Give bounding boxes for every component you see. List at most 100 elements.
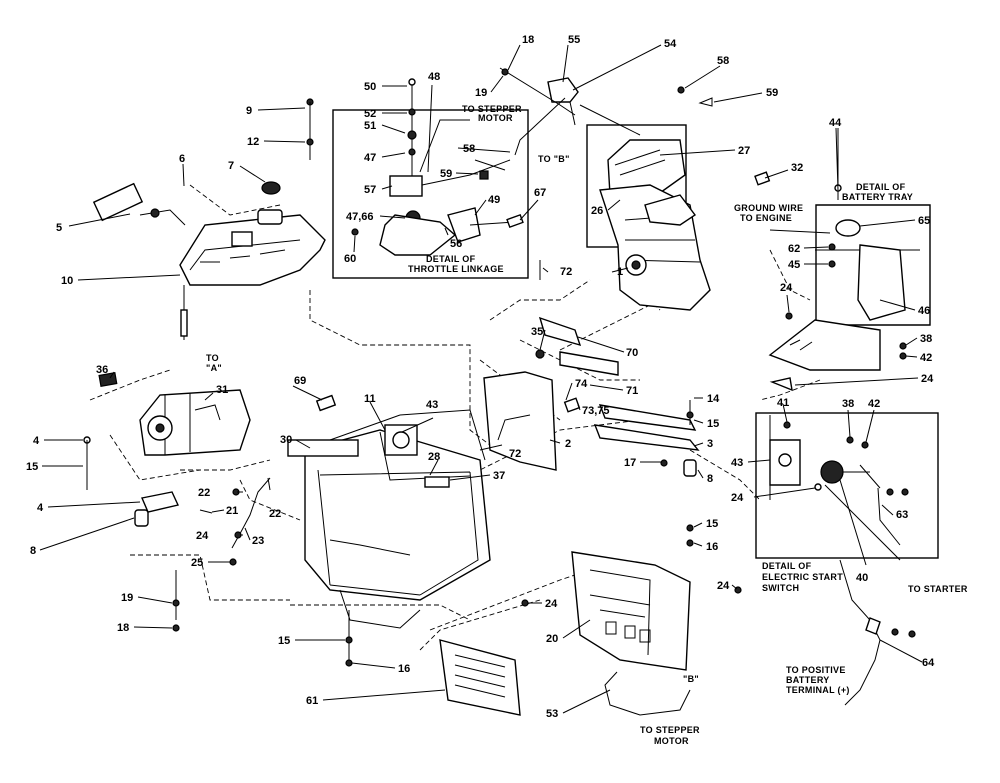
- callout-57: 57: [364, 184, 376, 196]
- callout-72-bottom: 72: [509, 448, 521, 460]
- tank-bolt: [306, 98, 314, 160]
- callout-30: 30: [280, 434, 292, 446]
- callout-36: 36: [96, 364, 108, 376]
- throttle-linkage-parts: [351, 78, 524, 256]
- callout-63: 63: [896, 509, 908, 521]
- fuel-valve: [92, 182, 186, 226]
- callout-18-top: 18: [522, 34, 534, 46]
- to-positive-line2: BATTERY: [786, 675, 830, 685]
- callout-54: 54: [664, 38, 677, 50]
- label-69: [315, 394, 337, 412]
- callout-22-right: 22: [269, 508, 281, 520]
- callout-42-switch: 42: [868, 398, 880, 410]
- callout-21: 21: [226, 505, 238, 517]
- callout-40: 40: [856, 572, 868, 584]
- callout-44: 44: [829, 117, 842, 129]
- callout-43-frame: 43: [426, 399, 438, 411]
- bolt-24-cover: [521, 599, 529, 607]
- callout-69: 69: [294, 375, 306, 387]
- terminal-nut: [891, 628, 899, 636]
- bracket-70: [538, 316, 582, 347]
- callout-41: 41: [777, 397, 789, 409]
- callout-24-panel: 24: [717, 580, 730, 592]
- callout-47-66: 47,66: [346, 211, 374, 223]
- callout-52: 52: [364, 108, 376, 120]
- throttle-detail-line2: THROTTLE LINKAGE: [408, 264, 504, 274]
- to-positive-line1: TO POSITIVE: [786, 665, 846, 675]
- callout-18-bottom: 18: [117, 622, 129, 634]
- callout-labels: 1 2 3 4 4 5 6 7 8 8 9 10 11 12 14 15 15 …: [26, 34, 935, 720]
- callout-27: 27: [738, 145, 750, 157]
- fuel-cap: [261, 181, 281, 195]
- callout-38-tray: 38: [920, 333, 932, 345]
- generator-mount: [83, 436, 179, 527]
- engine: [599, 139, 711, 311]
- callout-16-bottom: 16: [398, 663, 410, 675]
- ground-wire-line1: GROUND WIRE: [734, 203, 803, 213]
- callout-64: 64: [922, 657, 935, 669]
- electric-start-detail-box: [755, 412, 939, 559]
- to-stepper-motor-top-line1: TO STEPPER: [462, 104, 522, 114]
- rail-3-bottom: [598, 404, 697, 431]
- rail-3-top: [593, 424, 700, 451]
- electric-start-switch: [769, 415, 909, 561]
- screw-21: [199, 509, 213, 514]
- callout-1: 1: [617, 266, 623, 278]
- to-stepper-motor-bottom-line1: TO STEPPER: [640, 725, 700, 735]
- fuel-tank: [179, 209, 326, 286]
- to-a-line1: TO: [206, 353, 219, 363]
- callout-7: 7: [228, 160, 234, 172]
- callout-61: 61: [306, 695, 318, 707]
- callout-15-left: 15: [26, 461, 38, 473]
- callout-43-switch: 43: [731, 457, 743, 469]
- start-switch-detail-line2: ELECTRIC START: [762, 572, 843, 582]
- to-stepper-motor-top-line2: MOTOR: [478, 113, 513, 123]
- leader-lines: [39, 44, 923, 714]
- bracket-71: [559, 351, 619, 376]
- to-b-top: TO "B": [538, 154, 570, 164]
- cover-plate: [439, 639, 521, 716]
- battery-tray-detail-line1: DETAIL OF: [856, 182, 906, 192]
- callout-47: 47: [364, 152, 376, 164]
- fuel-filter: [180, 309, 188, 337]
- stepper-wire: [604, 671, 691, 716]
- callout-19-top: 19: [475, 87, 487, 99]
- generator: [139, 389, 251, 456]
- nut-35: [535, 349, 545, 359]
- callout-22-left: 22: [198, 487, 210, 499]
- callout-58-top: 58: [717, 55, 729, 67]
- callout-50: 50: [364, 81, 376, 93]
- nut-25: [229, 558, 237, 566]
- callout-31: 31: [216, 384, 228, 396]
- callout-6: 6: [179, 153, 185, 165]
- callout-20: 20: [546, 633, 558, 645]
- callout-12: 12: [247, 136, 259, 148]
- clip-58-59: [677, 86, 713, 107]
- callout-15-bottom: 15: [278, 635, 290, 647]
- rear-panel-30: [287, 439, 359, 457]
- throttle-detail-line1: DETAIL OF: [426, 254, 476, 264]
- callout-24-tray: 24: [780, 282, 793, 294]
- rail-fasteners: [660, 400, 697, 547]
- callout-45: 45: [788, 259, 800, 271]
- label-32: [754, 171, 771, 186]
- callout-59-top: 59: [766, 87, 778, 99]
- to-starter: TO STARTER: [908, 584, 968, 594]
- callout-3: 3: [707, 438, 713, 450]
- fasteners-left: [172, 570, 353, 667]
- callout-72-top: 72: [560, 266, 572, 278]
- callout-48: 48: [428, 71, 440, 83]
- callout-74: 74: [575, 378, 588, 390]
- ground-wire-line2: TO ENGINE: [740, 213, 792, 223]
- grommet-73: [563, 397, 581, 413]
- callout-51: 51: [364, 120, 376, 132]
- battery-tray: [768, 128, 931, 392]
- callout-26: 26: [591, 205, 603, 217]
- callout-17: 17: [624, 457, 636, 469]
- callout-73-75: 73,75: [582, 405, 610, 417]
- callout-42-tray: 42: [920, 352, 932, 364]
- callout-16-right: 16: [706, 541, 718, 553]
- callout-11: 11: [364, 393, 376, 405]
